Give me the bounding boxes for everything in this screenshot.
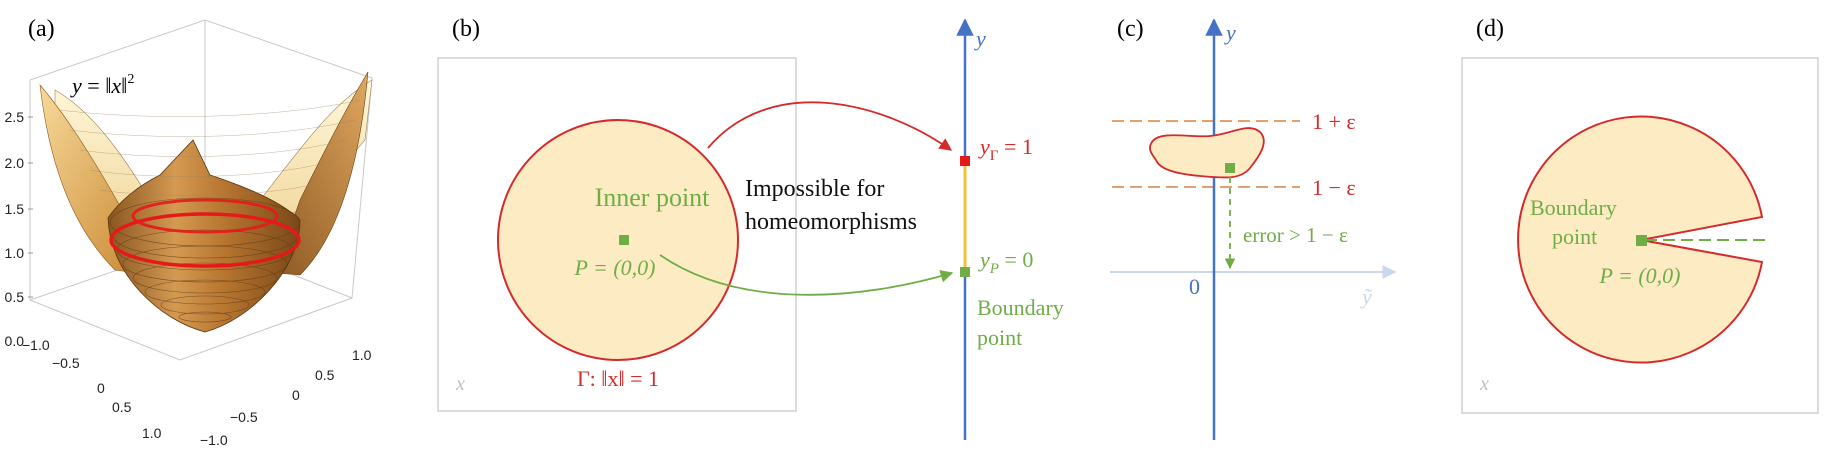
z-tick: 1.5 bbox=[5, 201, 25, 217]
panel-a: (a) bbox=[5, 16, 373, 448]
panel-b-label: (b) bbox=[452, 16, 480, 42]
y-gamma-value: = 1 bbox=[998, 134, 1032, 159]
formula-norm-close: ‖ bbox=[121, 73, 127, 98]
panel-a-label: (a) bbox=[28, 16, 55, 42]
right-tick: 0 bbox=[292, 387, 300, 403]
formula-x: x bbox=[110, 73, 121, 98]
z-tick: 1.0 bbox=[5, 245, 25, 261]
z-axis-ticks: 2.5 2.0 1.5 1.0 0.5 0.0 bbox=[5, 109, 25, 349]
left-tick: 1.0 bbox=[142, 425, 162, 441]
panel-d: (d) Boundary point P = (0,0) x bbox=[1461, 16, 1819, 414]
gamma-circle-3d-inner bbox=[131, 198, 279, 234]
point-p-label-d: P = (0,0) bbox=[1598, 263, 1680, 288]
panel-b: (b) Inner point P = (0,0) Γ: ‖x‖ = 1 x I… bbox=[437, 16, 1064, 440]
y-tilde-label: ỹ bbox=[1360, 284, 1373, 309]
right-tick: 1.0 bbox=[352, 347, 372, 363]
formula-lhs: y bbox=[70, 73, 82, 98]
left-tick: 0.5 bbox=[112, 399, 132, 415]
right-tick: −1.0 bbox=[200, 432, 228, 448]
point-p-marker bbox=[619, 235, 629, 245]
y-gamma-marker bbox=[960, 156, 970, 166]
x-domain-label-d: x bbox=[1479, 373, 1489, 395]
right-tick: −0.5 bbox=[230, 409, 258, 425]
zero-label: 0 bbox=[1189, 274, 1200, 299]
surface-bowl bbox=[107, 139, 301, 333]
y-p-sub: P bbox=[989, 261, 999, 277]
z-tick: 0.0 bbox=[5, 333, 25, 349]
y-axis-c-label: y bbox=[1224, 20, 1236, 45]
y-gamma-y: y bbox=[978, 134, 990, 159]
y-gamma-label: yΓ = 1 bbox=[978, 134, 1033, 164]
arrow-gamma-to-y bbox=[707, 101, 953, 151]
left-tick: −0.5 bbox=[52, 355, 80, 371]
right-tick: 0.5 bbox=[315, 367, 335, 383]
y-p-marker bbox=[960, 267, 970, 277]
formula-eq: = bbox=[82, 73, 105, 98]
arrow-p-to-y bbox=[659, 254, 954, 296]
domain-box bbox=[437, 57, 797, 412]
contour-lines-back bbox=[59, 99, 361, 196]
panel-c: (c) 1 + ε 1 − ε ỹ y 0 error > 1 − ε bbox=[1110, 16, 1397, 440]
y-p-label: yP = 0 bbox=[978, 247, 1033, 277]
mapped-point-marker bbox=[1225, 163, 1235, 173]
panel-c-label: (c) bbox=[1117, 16, 1144, 42]
boundary-line2-d: point bbox=[1552, 224, 1597, 249]
error-label: error > 1 − ε bbox=[1243, 223, 1348, 247]
y-p-y: y bbox=[978, 247, 990, 272]
z-tick: 2.0 bbox=[5, 155, 25, 171]
z-tick: 2.5 bbox=[5, 109, 25, 125]
boundary-line2-b: point bbox=[977, 325, 1022, 350]
z-tick: 0.5 bbox=[5, 289, 25, 305]
point-p-label: P = (0,0) bbox=[573, 255, 655, 280]
inner-point-label: Inner point bbox=[595, 183, 711, 212]
formula-norm-open: ‖ bbox=[105, 73, 111, 98]
upper-bound-label: 1 + ε bbox=[1312, 109, 1356, 134]
image-blob bbox=[1149, 127, 1265, 179]
gamma-label: Γ: ‖x‖ = 1 bbox=[577, 366, 659, 391]
formula-sup: 2 bbox=[127, 72, 134, 87]
gamma-circle-3d bbox=[109, 212, 301, 268]
y-axis-b-label: y bbox=[974, 26, 986, 51]
impossible-line2: homeomorphisms bbox=[745, 209, 917, 235]
unit-disk bbox=[497, 119, 739, 361]
left-tick: −1.0 bbox=[22, 337, 50, 353]
y-gamma-sub: Γ bbox=[990, 148, 999, 164]
formula-label: y = ‖x‖2 bbox=[70, 72, 134, 98]
domain-box-d bbox=[1461, 57, 1819, 414]
right-axis-ticks: 1.0 0.5 0 −0.5 −1.0 bbox=[200, 347, 372, 448]
z-tick-marks bbox=[28, 116, 33, 298]
lower-bound-label: 1 − ε bbox=[1312, 175, 1356, 200]
boundary-line1-d: Boundary bbox=[1530, 195, 1617, 220]
x-domain-label: x bbox=[455, 373, 465, 395]
y-p-value: = 0 bbox=[999, 247, 1033, 272]
panel-d-label: (d) bbox=[1476, 16, 1504, 42]
boundary-line1-b: Boundary bbox=[977, 295, 1064, 320]
left-axis-ticks: −1.0 −0.5 0 0.5 1.0 bbox=[22, 337, 162, 441]
impossible-line1: Impossible for bbox=[745, 176, 884, 202]
left-tick: 0 bbox=[97, 380, 105, 396]
boundary-point-marker bbox=[1636, 235, 1647, 246]
